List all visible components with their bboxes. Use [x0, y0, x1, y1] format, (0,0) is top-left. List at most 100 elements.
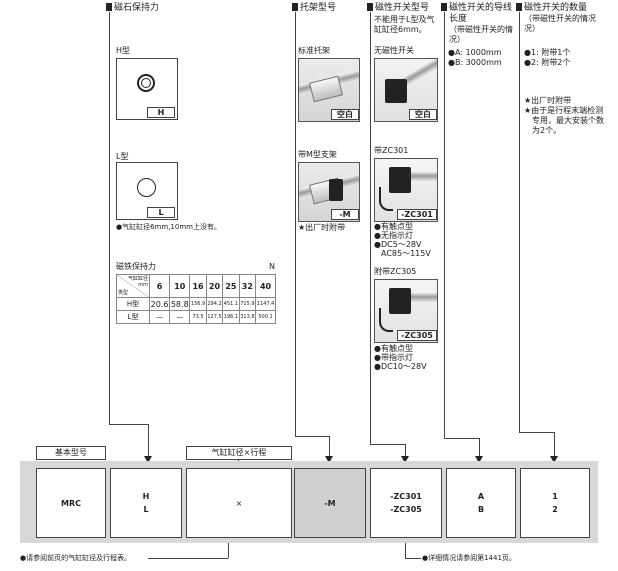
arrow-down-icon: [144, 456, 152, 463]
code-cell-bracket: -M: [294, 468, 366, 538]
switch-zc305-code: -ZC305: [397, 330, 437, 341]
cable-image: [379, 187, 393, 211]
table-col-header: 40: [255, 274, 276, 298]
table-col-header: 16: [189, 274, 207, 298]
magnet-l-diagram: L: [116, 162, 178, 220]
connector-lead-drop: [479, 438, 480, 460]
header-magnet: 磁石保持力: [106, 3, 159, 14]
connector-bracket-drop: [329, 436, 330, 460]
connector-lead-line: [444, 12, 445, 438]
stroke-tick: [238, 459, 239, 462]
magnet-h-label: H型: [116, 46, 131, 55]
connector-bracket-elbow: [295, 436, 329, 437]
connector-switch-line: [370, 12, 371, 444]
switch-zc301-spec: ●无指示灯: [374, 231, 413, 240]
arrow-down-icon: [475, 456, 483, 463]
rod-image: [405, 171, 437, 181]
qty-option-1: ●1: 附带1个: [524, 48, 571, 57]
switch-note-2: 缸缸径6mm。: [374, 25, 427, 34]
bracket-m-photo: -M: [298, 162, 360, 222]
circle-icon: [137, 178, 156, 197]
header-bracket: 托架型号: [292, 3, 336, 14]
stroke-label: 气缸缸径×行程: [186, 446, 292, 460]
square-bullet-icon: [292, 3, 298, 11]
switch-block-image: [389, 167, 411, 193]
connector-qty-drop: [554, 432, 555, 460]
connector-lead-elbow: [444, 438, 480, 439]
header-lead: 磁性开关的导线 长度 （带磁性开关的情 况）: [441, 3, 513, 45]
lead-option-a: ●A: 1000mm: [448, 48, 502, 57]
basic-model-label: 基本型号: [36, 446, 106, 460]
table-col-header: 10: [169, 274, 191, 298]
table-col-header: 20: [205, 274, 224, 298]
switch-block-image: [385, 79, 407, 103]
connector-qty-line: [519, 12, 520, 432]
bracket-std-photo: 空白: [298, 58, 360, 122]
connector-magnet-elbow: [109, 424, 149, 425]
switch-none-label: 无磁性开关: [374, 46, 414, 55]
connector-switch-drop: [405, 444, 406, 460]
square-bullet-icon: [106, 3, 112, 11]
switch-none-code: 空白: [409, 109, 437, 120]
square-bullet-icon: [441, 3, 447, 11]
bracket-std-code: 空白: [331, 109, 359, 120]
switch-zc305-spec: ●带指示灯: [374, 353, 413, 362]
square-bullet-icon: [367, 3, 373, 11]
header-qty: 磁性开关的数量 （带磁性开关的情况 况）: [516, 3, 596, 34]
switch-zc301-spec: ●有触点型: [374, 222, 413, 231]
bracket-m-label: 带M型支架: [298, 150, 337, 159]
m-bracket-image: [329, 179, 343, 201]
bracket-std-label: 标准托架: [298, 46, 330, 55]
switch-zc301-label: 带ZC301: [374, 146, 409, 155]
rod-image: [405, 292, 437, 302]
switch-zc301-spec: ●DC5～28V: [374, 240, 422, 249]
magnet-h-diagram: H: [116, 58, 178, 120]
switch-block-image: [389, 288, 411, 314]
switch-note-1: 不能用于L型及气: [374, 15, 435, 24]
footnote-left-line: [148, 558, 228, 559]
connector-bracket-line: [295, 12, 296, 436]
ring-icon: [137, 74, 155, 92]
magnet-table-unit: N: [269, 262, 275, 271]
connector-switch-elbow: [370, 444, 406, 445]
qty-note: ★由于是行程末端检测: [524, 106, 604, 115]
footnote-right-line: [405, 558, 421, 559]
table-col-header: 25: [222, 274, 240, 298]
switch-zc305-label: 附带ZC305: [374, 267, 417, 276]
switch-none-photo: 空白: [374, 58, 438, 122]
header-switch: 磁性开关型号: [367, 3, 429, 14]
code-cell-stroke: ×: [186, 468, 292, 538]
arrow-down-icon: [325, 456, 333, 463]
table-col-header: 6: [148, 274, 171, 298]
bracket-m-note: ★出厂时附带: [298, 223, 346, 232]
footnote-left-riser: [228, 543, 229, 558]
magnet-h-code: H: [147, 107, 175, 118]
magnet-l-note: ●气缸缸径6mm,10mm上没有。: [116, 223, 221, 231]
switch-zc301-photo: -ZC301: [374, 158, 438, 222]
switch-zc305-photo: -ZC305: [374, 279, 438, 343]
arrow-down-icon: [401, 456, 409, 463]
switch-zc305-spec: ●DC10～28V: [374, 362, 427, 371]
switch-zc305-spec: ●有触点型: [374, 344, 413, 353]
footnote-right: ●详细情况请参阅第1441页。: [422, 554, 516, 562]
qty-note: 为2个。: [532, 126, 562, 135]
footnote-left: ●请参阅前页的气缸缸径及行程表。: [20, 554, 132, 562]
connector-magnet-drop: [148, 424, 149, 460]
qty-option-2: ●2: 附带2个: [524, 58, 571, 67]
table-col-header: 32: [238, 274, 257, 298]
lead-option-b: ●B: 3000mm: [448, 58, 502, 67]
switch-zc301-spec: AC85～115V: [381, 249, 431, 258]
connector-magnet-line: [109, 12, 110, 424]
cable-image: [379, 308, 393, 332]
inner-ring-icon: [141, 78, 151, 88]
arrow-down-icon: [550, 456, 558, 463]
connector-qty-elbow: [519, 432, 555, 433]
qty-note: 专用，最大安装个数: [532, 116, 604, 125]
footnote-right-riser: [405, 543, 406, 558]
magnet-table-title: 磁铁保持力: [116, 262, 156, 271]
